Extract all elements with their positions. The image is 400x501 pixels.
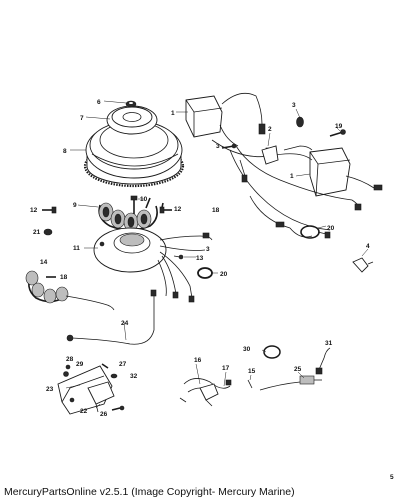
rectifier (87, 381, 115, 413)
label-31: 31 (325, 340, 333, 347)
washer-21 (43, 228, 53, 236)
terminal-15 (247, 379, 253, 389)
copyright-footer: MercuryPartsOnline v2.5.1 (Image Copyrig… (4, 486, 295, 498)
retaining-ring (263, 345, 281, 359)
trigger-plate (93, 227, 213, 303)
flywheel-nut (125, 100, 137, 108)
label-22: 22 (80, 408, 88, 415)
label-23: 23 (46, 386, 54, 393)
label-4: 4 (366, 243, 370, 250)
label-7: 7 (80, 115, 84, 122)
label-13: 13 (196, 255, 204, 262)
nut-3-upper (296, 116, 304, 128)
label-25: 25 (294, 366, 302, 373)
screw-29 (65, 364, 71, 370)
label-2: 2 (268, 126, 272, 133)
label-5: 5 (390, 474, 394, 480)
label-28: 28 (66, 356, 74, 363)
label-3-mid: 3 (216, 143, 220, 150)
label-10: 10 (140, 196, 148, 203)
label-30: 30 (243, 346, 251, 353)
ignition-coil-lower (309, 147, 383, 197)
ignition-coil-upper (185, 92, 266, 147)
label-15: 15 (248, 368, 256, 375)
label-29: 29 (76, 361, 84, 368)
label-1-lower: 1 (290, 173, 294, 180)
label-21: 21 (33, 229, 41, 236)
label-32: 32 (130, 373, 138, 380)
label-12-left: 12 (30, 207, 38, 214)
parts-diagram: 6 7 8 1 2 3 19 3 1 9 10 12 12 21 20 3 4 … (25, 92, 394, 480)
screw-28 (63, 371, 69, 377)
label-9: 9 (73, 202, 77, 209)
label-18-left: 18 (60, 274, 68, 281)
wire-assembly (179, 378, 232, 407)
spark-plug-lead-2 (261, 145, 279, 165)
label-1-upper: 1 (171, 110, 175, 117)
label-18-right: 18 (212, 207, 220, 214)
label-14: 14 (40, 259, 48, 266)
stator (98, 197, 164, 232)
screw-12-right (159, 206, 172, 214)
screw-12-left (42, 206, 57, 214)
label-20-upper: 20 (327, 225, 335, 232)
screw-27 (101, 363, 109, 369)
label-3-upper: 3 (292, 102, 296, 109)
label-8: 8 (63, 148, 67, 155)
pulser-coil (25, 270, 115, 311)
label-3-lower: 3 (206, 246, 210, 253)
label-6: 6 (97, 99, 101, 106)
label-20-lower: 20 (220, 271, 228, 278)
label-17: 17 (222, 365, 230, 372)
label-11: 11 (73, 245, 80, 252)
spark-plug-lead (259, 347, 331, 391)
label-19: 19 (335, 123, 343, 130)
sensor-4 (352, 257, 374, 273)
screw-10 (130, 195, 138, 214)
leader-lines (65, 100, 369, 409)
flywheel (83, 120, 185, 188)
o-ring-lower (197, 267, 213, 279)
flywheel-cover (106, 105, 158, 135)
screw-26 (111, 405, 125, 411)
label-24: 24 (121, 320, 129, 327)
label-12-right: 12 (174, 206, 182, 213)
label-26: 26 (100, 411, 108, 418)
screw-3-mid (221, 143, 237, 149)
washer-32 (110, 373, 118, 379)
screw-13 (173, 254, 184, 260)
ground-lead (66, 289, 157, 345)
screw-19 (329, 129, 346, 137)
label-16: 16 (194, 357, 202, 364)
label-27: 27 (119, 361, 127, 368)
